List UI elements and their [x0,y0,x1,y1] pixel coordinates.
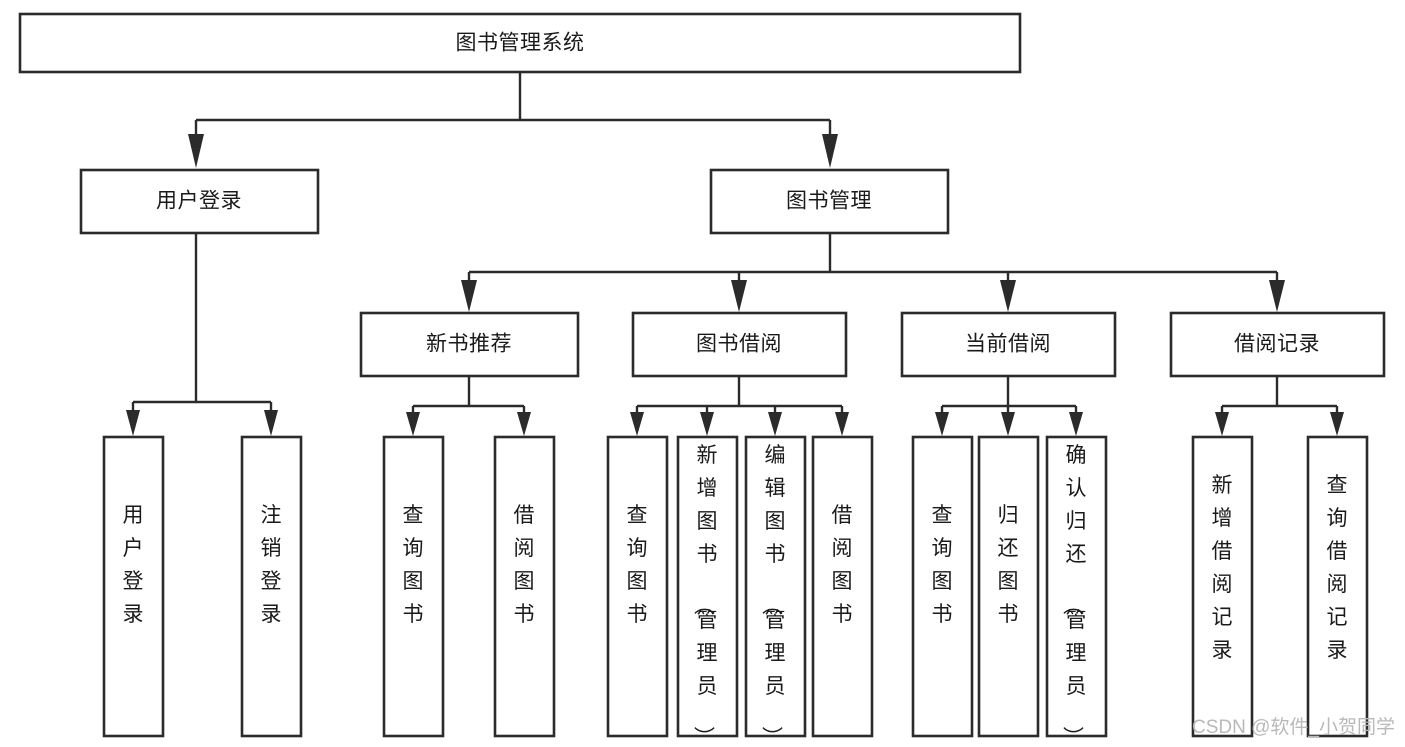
node-user-login[interactable]: 用户登录 [79,168,320,235]
node-book-borrow[interactable]: 图书借阅 [631,311,848,378]
arrow-head-icon [1330,412,1344,436]
leaf-node-user-login[interactable]: 用户登录 [102,435,165,738]
node-book-manage[interactable]: 图书管理 [709,168,950,235]
leaf-query-record-label: 查询借阅记录 [1327,474,1348,662]
arrow-head-icon [264,410,278,436]
node-book-borrow-box[interactable] [631,311,848,378]
node-user-login-box[interactable] [79,168,320,235]
leaf-query-book-1-label: 查询图书 [403,504,424,626]
leaf-logout-box[interactable] [240,435,303,738]
node-borrow-record-label: 借阅记录 [1234,333,1320,356]
arrow-head-icon [188,134,204,168]
arrow-head-icon [1000,280,1016,312]
leaf-node-borrow-book-2[interactable]: 借阅图书 [811,435,874,738]
leaf-node-query-book-3[interactable]: 查询图书 [911,435,974,738]
arrow-head-icon [1001,412,1015,436]
leaf-add-record-label: 新增借阅记录 [1212,474,1233,662]
leaf-node-logout[interactable]: 注销登录 [240,435,303,738]
arrow-head-icon [768,412,782,436]
leaf-return-book-box[interactable] [977,435,1040,738]
arrow-head-icon [835,412,849,436]
leaf-add-record-box[interactable] [1191,435,1254,738]
edge-group-user-login-to-leaves [126,233,278,436]
edge-group-current-borrow-to-leaves [935,376,1083,436]
node-borrow-record[interactable]: 借阅记录 [1169,311,1386,378]
leaf-node-edit-book[interactable]: 编辑图书（管理员） [744,435,807,747]
leaf-confirm-return-label: 确认归还（管理员） [1061,444,1087,747]
arrow-head-icon [406,412,420,436]
leaf-query-record-box[interactable] [1306,435,1369,738]
node-book-manage-box[interactable] [709,168,950,235]
leaf-query-book-3-label: 查询图书 [932,504,953,626]
leaf-node-add-book[interactable]: 新增图书（管理员） [676,435,739,747]
leaf-confirm-return-box[interactable] [1045,435,1108,738]
leaf-return-book-label: 归还图书 [998,504,1019,626]
leaf-user-login-label: 用户登录 [123,504,144,626]
leaf-query-book-2-box[interactable] [606,435,669,738]
arrow-head-icon [1069,412,1083,436]
edge-group-root-to-level2 [188,72,838,168]
arrow-head-icon [935,412,949,436]
edge-group-new-book-to-leaves [406,376,531,436]
leaf-borrow-book-2-label: 借阅图书 [832,504,853,626]
leaf-node-borrow-book-1[interactable]: 借阅图书 [493,435,556,738]
edge-group-book-borrow-to-leaves [630,376,849,436]
leaf-logout-label: 注销登录 [261,504,282,626]
leaf-query-book-3-box[interactable] [911,435,974,738]
edge-group-borrow-record-to-leaves [1215,376,1344,436]
leaf-node-return-book[interactable]: 归还图书 [977,435,1040,738]
arrow-head-icon [630,412,644,436]
leaf-node-add-record[interactable]: 新增借阅记录 [1191,435,1254,738]
arrow-head-icon [517,412,531,436]
arrow-head-icon [126,410,140,436]
node-current-borrow-label: 当前借阅 [965,333,1051,356]
leaf-add-book-box[interactable] [676,435,739,738]
node-user-login-label: 用户登录 [156,190,242,213]
node-new-book-recommend-box[interactable] [359,311,580,378]
node-new-book-recommend-label: 新书推荐 [426,333,512,356]
node-current-borrow-box[interactable] [900,311,1117,378]
leaf-node-confirm-return[interactable]: 确认归还（管理员） [1045,435,1108,747]
leaf-edit-book-label: 编辑图书（管理员） [760,444,786,747]
leaf-borrow-book-2-box[interactable] [811,435,874,738]
watermark-label: CSDN @软件_小贺同学 [1192,716,1395,738]
leaf-user-login-box[interactable] [102,435,165,738]
node-root-label: 图书管理系统 [456,32,585,55]
node-root-box[interactable] [18,12,1022,74]
node-borrow-record-box[interactable] [1169,311,1386,378]
edge-group-book-manage-to-level3 [461,233,1285,312]
arrow-head-icon [731,280,747,312]
arrow-head-icon [822,134,838,168]
leaf-add-book-label: 新增图书（管理员） [692,444,718,747]
node-new-book-recommend[interactable]: 新书推荐 [359,311,580,378]
leaf-edit-book-box[interactable] [744,435,807,738]
leaf-query-book-1-box[interactable] [382,435,445,738]
leaf-borrow-book-1-box[interactable] [493,435,556,738]
node-book-borrow-label: 图书借阅 [696,333,782,356]
arrow-head-icon [461,280,477,312]
arrow-head-icon [700,412,714,436]
leaf-node-query-record[interactable]: 查询借阅记录 [1306,435,1369,738]
node-root[interactable]: 图书管理系统 [18,12,1022,74]
node-book-manage-label: 图书管理 [786,190,872,213]
leaf-node-query-book-1[interactable]: 查询图书 [382,435,445,738]
leaf-borrow-book-1-label: 借阅图书 [514,504,535,626]
arrow-head-icon [1269,280,1285,312]
leaf-node-query-book-2[interactable]: 查询图书 [606,435,669,738]
arrow-head-icon [1215,412,1229,436]
leaf-query-book-2-label: 查询图书 [627,504,648,626]
node-current-borrow[interactable]: 当前借阅 [900,311,1117,378]
